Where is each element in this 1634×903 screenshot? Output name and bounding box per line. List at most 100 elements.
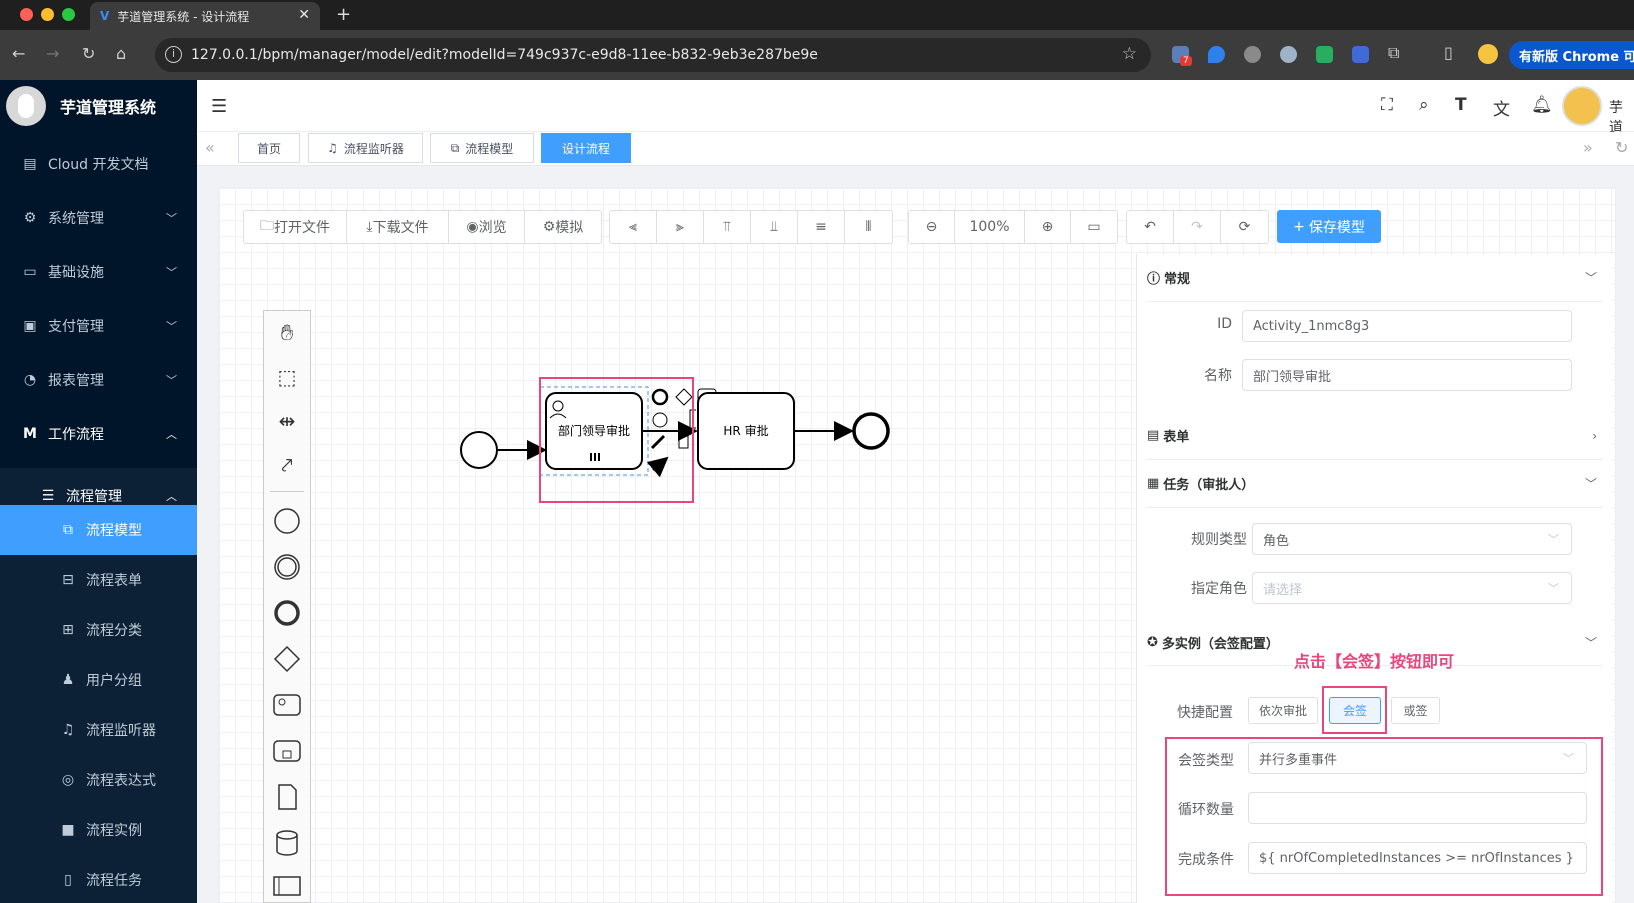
- sidebar-item-listener[interactable]: ♫ 流程监听器: [0, 705, 197, 755]
- sidebar-item-instance[interactable]: ■ 流程实例: [0, 805, 197, 855]
- maximize-window-button[interactable]: [62, 8, 75, 21]
- change-type-icon[interactable]: [650, 434, 666, 450]
- save-model-button[interactable]: +保存模型: [1277, 210, 1381, 243]
- zoom-out-button[interactable]: ⊖: [909, 211, 955, 243]
- home-icon[interactable]: ⌂: [116, 44, 127, 63]
- sidebar-logo[interactable]: 芋道管理系统: [0, 80, 197, 132]
- search-icon[interactable]: ⌕: [1419, 95, 1429, 115]
- address-bar[interactable]: i 127.0.0.1/bpm/manager/model/edit?model…: [155, 38, 1151, 72]
- or-sign-button[interactable]: 或签: [1391, 697, 1440, 724]
- browser-tab[interactable]: V 芋道管理系统 - 设计流程 ✕: [90, 2, 320, 30]
- countersign-type-select[interactable]: 并行多重事件﹀: [1248, 742, 1587, 774]
- sidebar-item-system[interactable]: ⚙ 系统管理 ﹀: [0, 190, 197, 246]
- append-gateway-icon[interactable]: [675, 388, 693, 406]
- lasso-tool[interactable]: ⬚: [264, 357, 310, 397]
- extension-circle-icon[interactable]: [1244, 46, 1261, 63]
- reload-icon[interactable]: ↻: [82, 44, 96, 63]
- section-multi-instance[interactable]: ✪ 多实例（会签配置） ﹀: [1147, 620, 1603, 666]
- user-name[interactable]: 芋道: [1609, 100, 1623, 136]
- end-event-tool[interactable]: [264, 593, 310, 633]
- user-task-tool[interactable]: [264, 685, 310, 725]
- extension-pin-icon[interactable]: [1208, 46, 1225, 63]
- gateway-tool[interactable]: [264, 639, 310, 679]
- section-task[interactable]: ▦ 任务（审批人） ﹀: [1147, 460, 1603, 508]
- preview-button[interactable]: ◉浏览: [449, 211, 525, 243]
- section-form[interactable]: ▤ 表单 ›: [1147, 412, 1603, 460]
- rule-type-select[interactable]: 角色﹀: [1252, 523, 1572, 555]
- back-icon[interactable]: ←: [12, 44, 26, 63]
- sidebar-item-model[interactable]: ⧉ 流程模型: [0, 505, 197, 555]
- space-tool[interactable]: ⇹: [264, 401, 310, 441]
- bpmn-diagram[interactable]: 部门领导审批 HR 审批: [460, 370, 940, 520]
- bookmark-star-icon[interactable]: ☆: [1121, 44, 1137, 64]
- new-tab-icon[interactable]: +: [336, 4, 352, 25]
- sidebar-item-form[interactable]: ⊟ 流程表单: [0, 555, 197, 605]
- redo-button[interactable]: ↷: [1174, 211, 1221, 243]
- sidebar-item-workflow[interactable]: M 工作流程 ︿: [0, 406, 197, 462]
- open-file-button[interactable]: 🗀︎打开文件: [244, 211, 347, 243]
- download-file-button[interactable]: ⤓下载文件: [347, 211, 449, 243]
- fit-view-button[interactable]: ▭: [1071, 211, 1117, 243]
- connect-icon[interactable]: [646, 456, 669, 478]
- sidebar-item-infra[interactable]: ▭ 基础设施 ﹀: [0, 244, 197, 300]
- close-window-button[interactable]: [20, 8, 33, 21]
- extensions-icon[interactable]: ⧉: [1388, 43, 1400, 62]
- refresh-tags-icon[interactable]: ↻: [1615, 138, 1629, 157]
- zoom-in-button[interactable]: ⊕: [1025, 211, 1071, 243]
- reset-button[interactable]: ⟳: [1221, 211, 1268, 243]
- subprocess-tool[interactable]: [264, 731, 310, 771]
- countersign-button[interactable]: 会签: [1329, 697, 1381, 724]
- align-left-button[interactable]: ⫷: [610, 211, 657, 243]
- simulate-button[interactable]: ⚙模拟: [525, 211, 601, 243]
- tag-design[interactable]: 设计流程: [541, 133, 631, 163]
- extension-layers-icon[interactable]: [1352, 46, 1369, 63]
- tags-scroll-right-icon[interactable]: »: [1583, 138, 1593, 157]
- sidebar-item-expression[interactable]: ◎ 流程表达式: [0, 755, 197, 805]
- name-input[interactable]: 部门领导审批: [1242, 359, 1572, 391]
- align-right-button[interactable]: ⫸: [657, 211, 704, 243]
- start-event[interactable]: [460, 431, 498, 469]
- sidebar-item-category[interactable]: ⊞ 流程分类: [0, 605, 197, 655]
- loop-count-input[interactable]: [1248, 792, 1587, 824]
- hamburger-icon[interactable]: ☰: [211, 96, 228, 117]
- append-intermediate-event-icon[interactable]: [652, 412, 668, 428]
- tag-home[interactable]: 首页: [238, 133, 300, 163]
- translate-icon[interactable]: 文: [1493, 100, 1510, 120]
- update-chrome-button[interactable]: 有新版 Chrome 可用: [1509, 41, 1634, 69]
- tag-model[interactable]: ⧉流程模型: [430, 133, 534, 163]
- align-top-button[interactable]: ⫪: [704, 211, 751, 243]
- site-info-icon[interactable]: i: [165, 46, 182, 63]
- sidebar-item-pay[interactable]: ▣ 支付管理 ﹀: [0, 298, 197, 354]
- tags-scroll-left-icon[interactable]: «: [205, 138, 215, 157]
- intermediate-event-tool[interactable]: [264, 547, 310, 587]
- forward-icon[interactable]: →: [46, 44, 60, 63]
- append-end-event-icon[interactable]: [651, 388, 669, 406]
- user-avatar[interactable]: [1562, 86, 1602, 126]
- extension-globe-icon[interactable]: [1280, 46, 1297, 63]
- sidebar-item-report[interactable]: ◔ 报表管理 ﹀: [0, 352, 197, 408]
- extension-puzzle-green-icon[interactable]: [1316, 46, 1333, 63]
- end-event[interactable]: [852, 412, 890, 450]
- tag-listener[interactable]: ♫流程监听器: [308, 133, 423, 163]
- sidepanel-icon[interactable]: ▯: [1444, 43, 1453, 62]
- section-general[interactable]: ⓘ 常规 ﹀: [1147, 254, 1603, 302]
- hand-tool[interactable]: ✋︎: [264, 313, 310, 353]
- profile-icon[interactable]: [1478, 44, 1498, 64]
- sidebar-item-cloud-docs[interactable]: ▤ Cloud 开发文档: [0, 136, 197, 192]
- sidebar-item-usergroup[interactable]: ♟ 用户分组: [0, 655, 197, 705]
- minimize-window-button[interactable]: [41, 8, 54, 21]
- font-size-icon[interactable]: T: [1455, 95, 1467, 115]
- data-store-tool[interactable]: [264, 823, 310, 863]
- id-input[interactable]: Activity_1nmc8g3: [1242, 310, 1572, 342]
- completion-condition-input[interactable]: ${ nrOfCompletedInstances >= nrOfInstanc…: [1248, 842, 1587, 874]
- bell-icon[interactable]: 🔔︎: [1531, 95, 1553, 115]
- sidebar-item-task[interactable]: ▯ 流程任务: [0, 855, 197, 903]
- fullscreen-icon[interactable]: ⛶: [1381, 95, 1393, 115]
- undo-button[interactable]: ↶: [1127, 211, 1174, 243]
- align-center-button[interactable]: ≡: [798, 211, 845, 243]
- connect-tool[interactable]: ⤤: [264, 445, 310, 485]
- pool-tool[interactable]: [264, 865, 310, 903]
- data-object-tool[interactable]: [264, 777, 310, 817]
- sequential-approve-button[interactable]: 依次审批: [1248, 697, 1318, 724]
- align-middle-button[interactable]: ⦀: [845, 211, 892, 243]
